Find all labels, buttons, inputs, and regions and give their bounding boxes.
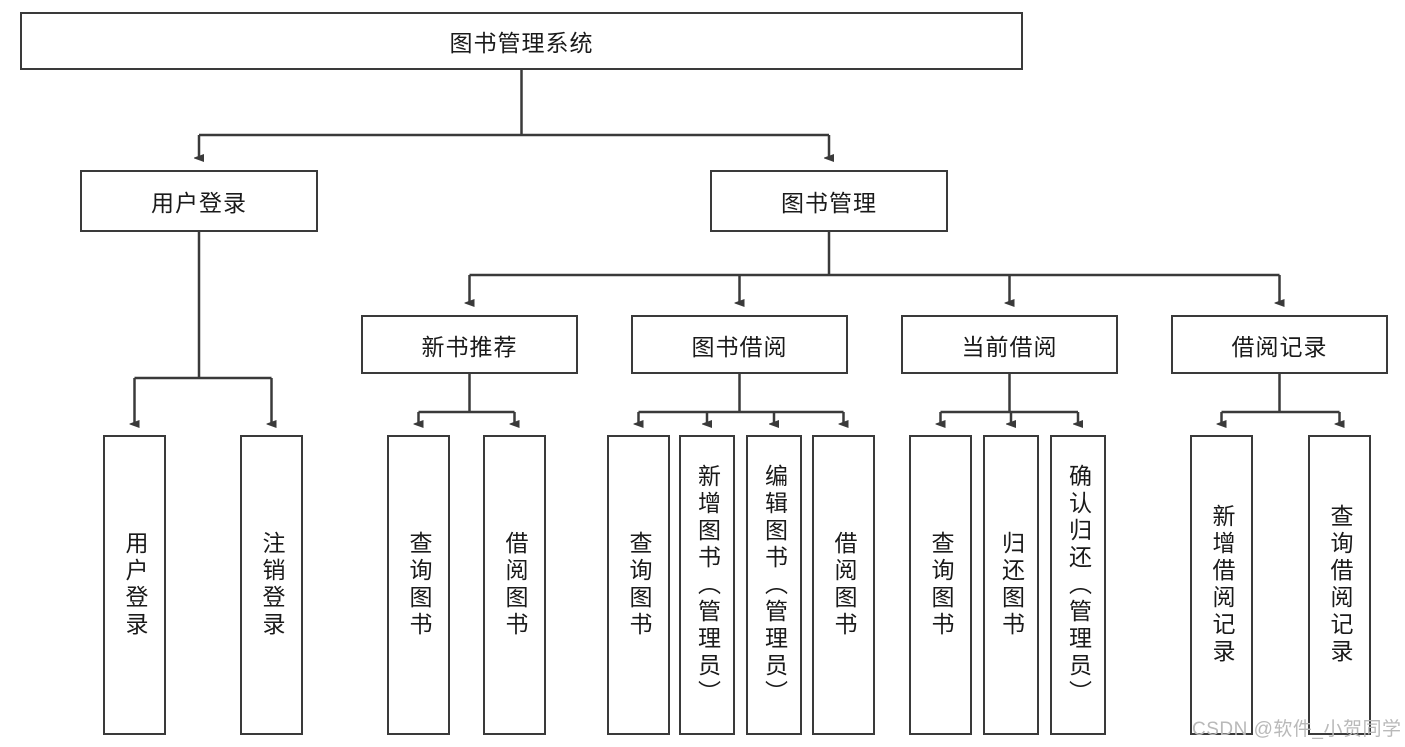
- node-level2-0[interactable]: 新书推荐: [361, 315, 578, 374]
- node-label: 当前借阅: [961, 333, 1058, 360]
- node-label: 新增借阅记录: [1209, 504, 1235, 666]
- node-label: 新书推荐: [421, 333, 518, 360]
- node-label: 图书借阅: [691, 333, 788, 360]
- csdn-watermark: CSDN @软件_小贺同学: [1192, 719, 1402, 740]
- node-label: 归还图书: [998, 531, 1025, 639]
- node-leaf-9[interactable]: 归还图书: [983, 435, 1039, 735]
- node-leaf-12[interactable]: 查询借阅记录: [1308, 435, 1371, 735]
- node-label: 借阅图书: [502, 531, 528, 639]
- node-label: 确认归还（管理员）: [1065, 463, 1092, 707]
- node-leaf-6[interactable]: 编辑图书（管理员）: [746, 435, 802, 735]
- node-leaf-11[interactable]: 新增借阅记录: [1190, 435, 1253, 735]
- node-label: 查询图书: [626, 531, 652, 639]
- node-level2-2[interactable]: 当前借阅: [901, 315, 1118, 374]
- node-leaf-1[interactable]: 注销登录: [240, 435, 303, 735]
- node-leaf-8[interactable]: 查询图书: [909, 435, 972, 735]
- node-leaf-7[interactable]: 借阅图书: [812, 435, 875, 735]
- node-leaf-10[interactable]: 确认归还（管理员）: [1050, 435, 1106, 735]
- node-leaf-0[interactable]: 用户登录: [103, 435, 166, 735]
- node-leaf-4[interactable]: 查询图书: [607, 435, 670, 735]
- node-label: 注销登录: [259, 531, 285, 639]
- node-label: 用户登录: [122, 531, 148, 639]
- node-label: 查询图书: [406, 531, 432, 639]
- node-leaf-2[interactable]: 查询图书: [387, 435, 450, 735]
- node-leaf-5[interactable]: 新增图书（管理员）: [679, 435, 735, 735]
- node-label: 查询借阅记录: [1327, 504, 1353, 666]
- node-label: 图书管理系统: [449, 30, 594, 56]
- node-label: 新增图书（管理员）: [694, 463, 721, 707]
- node-label: 用户登录: [151, 190, 247, 216]
- node-label: 编辑图书（管理员）: [761, 463, 788, 707]
- node-level1-1[interactable]: 图书管理: [710, 170, 948, 232]
- node-root[interactable]: 图书管理系统: [20, 12, 1023, 70]
- node-level2-1[interactable]: 图书借阅: [631, 315, 848, 374]
- node-level2-3[interactable]: 借阅记录: [1171, 315, 1388, 374]
- node-label: 借阅记录: [1231, 333, 1328, 360]
- node-label: 查询图书: [928, 531, 954, 639]
- node-label: 借阅图书: [831, 531, 857, 639]
- node-level1-0[interactable]: 用户登录: [80, 170, 318, 232]
- node-label: 图书管理: [781, 190, 877, 216]
- node-leaf-3[interactable]: 借阅图书: [483, 435, 546, 735]
